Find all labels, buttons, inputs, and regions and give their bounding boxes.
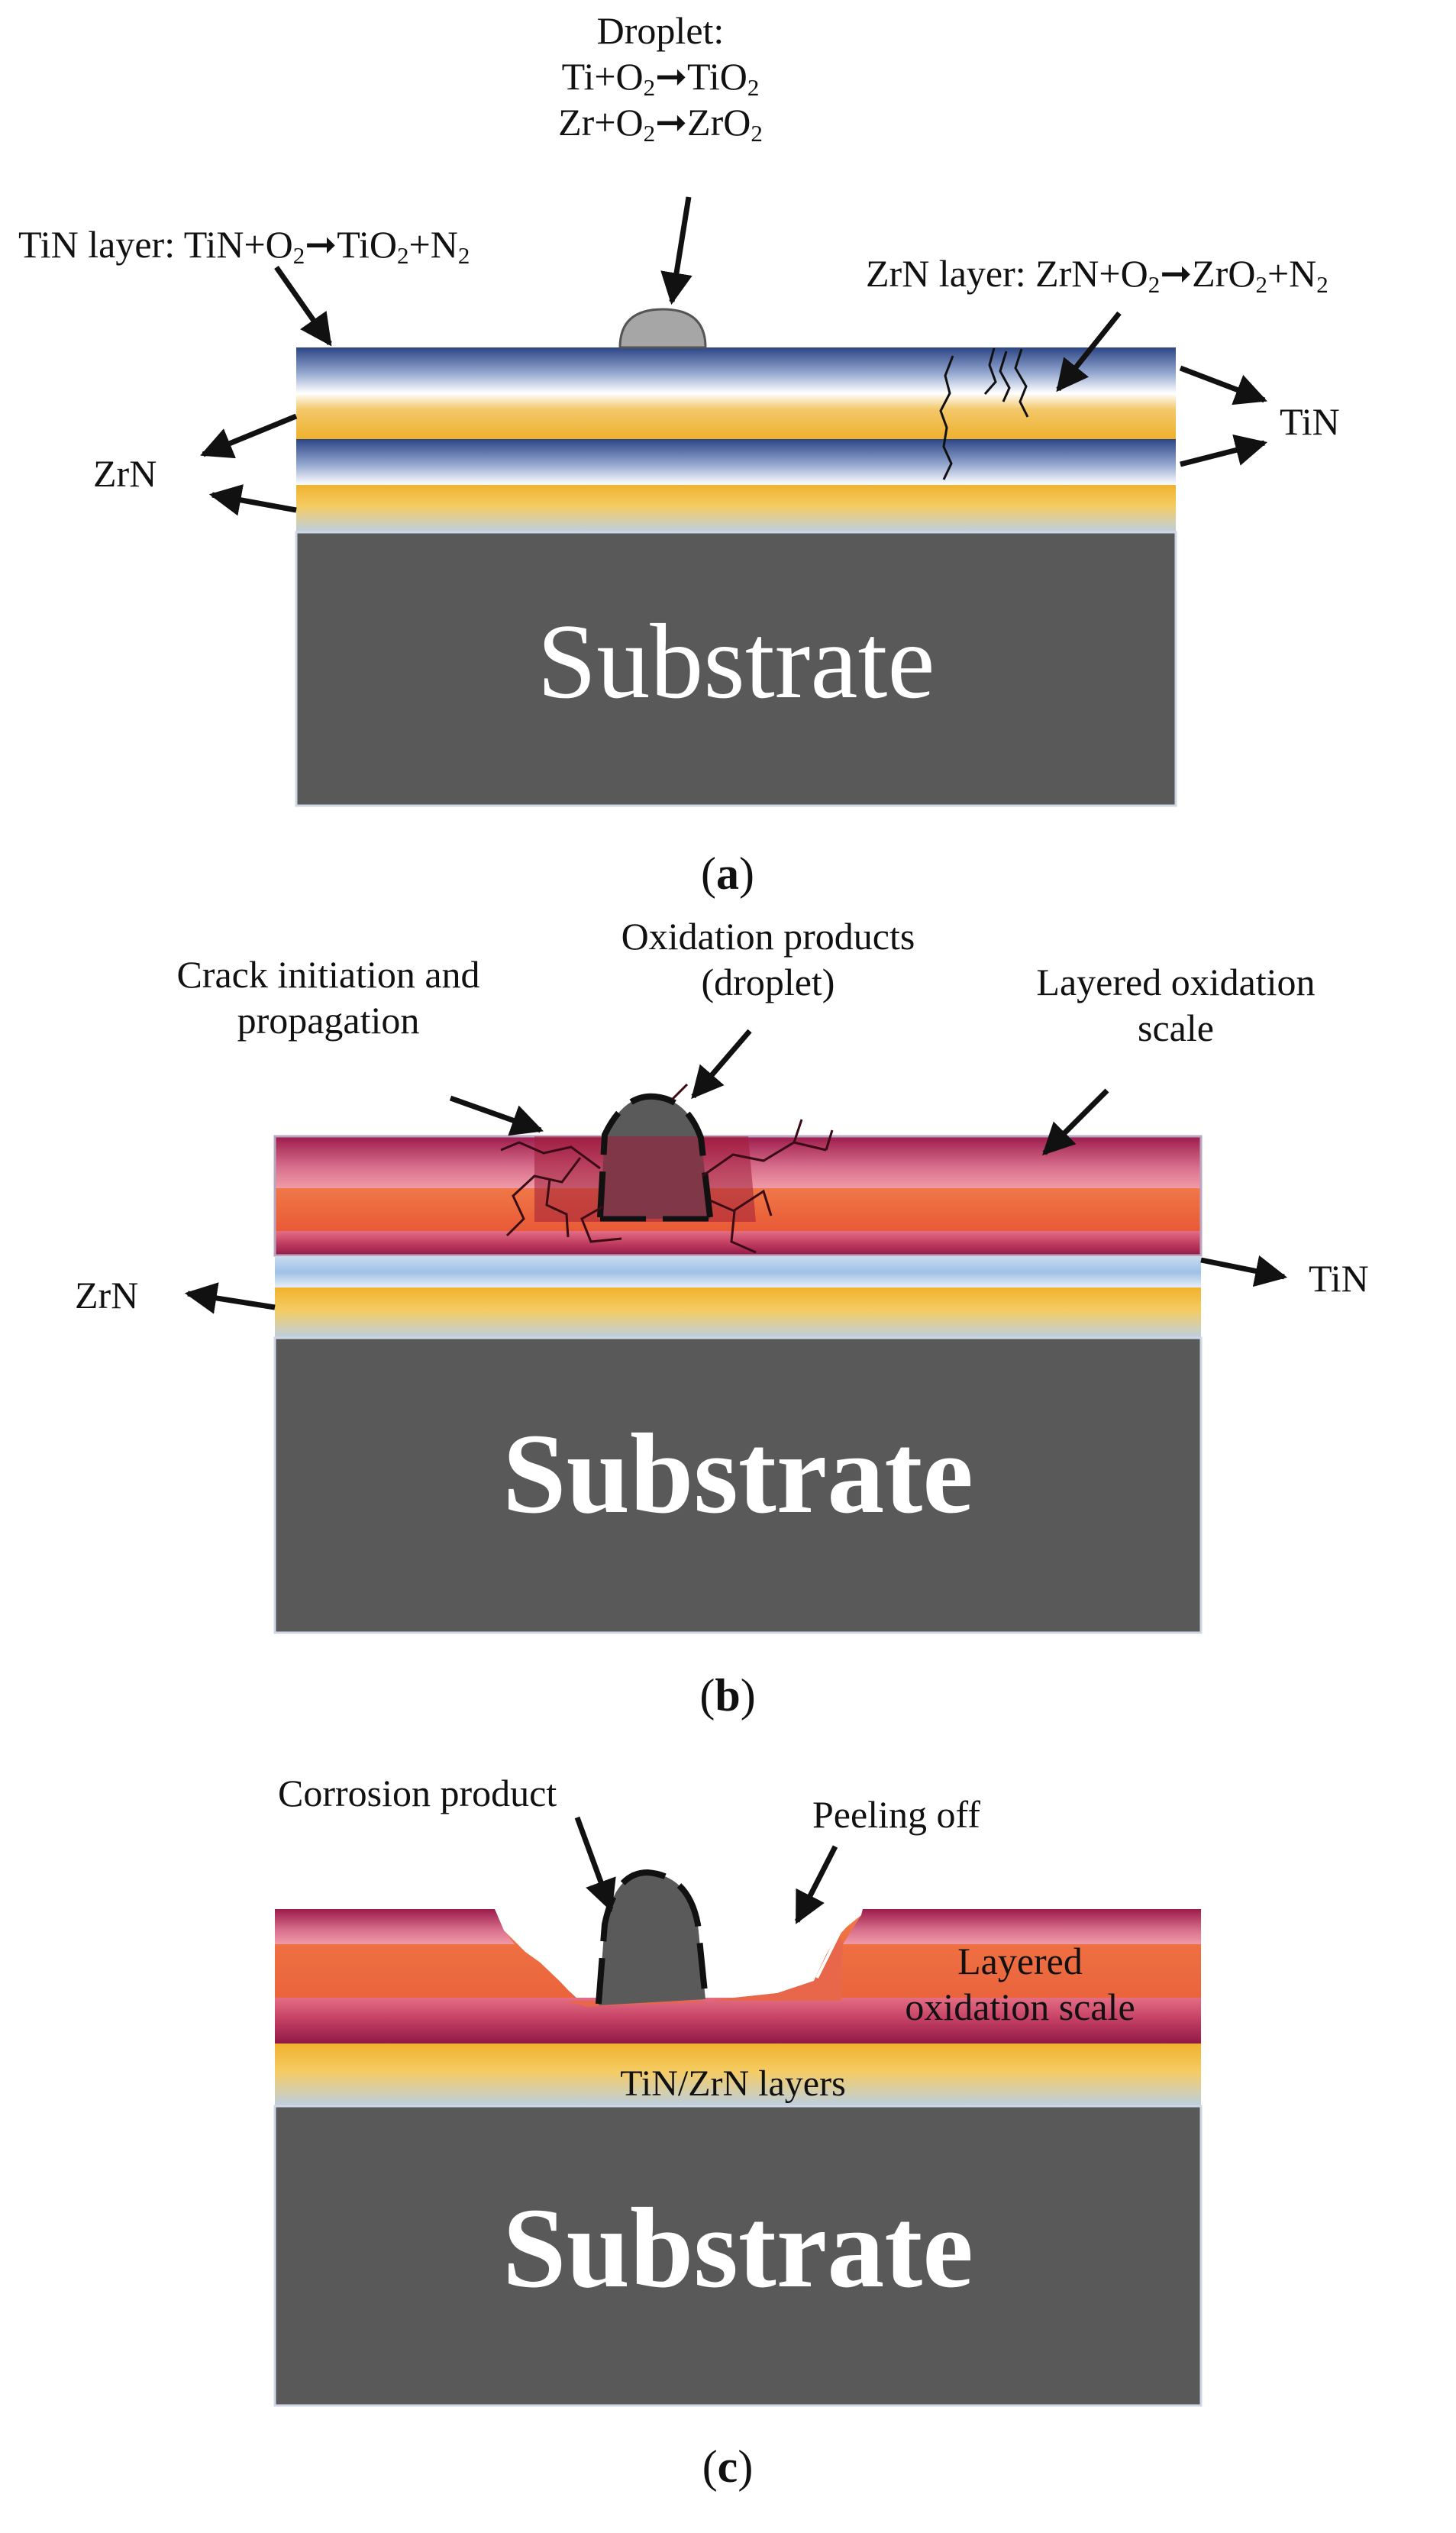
panel-b-oxide-bottom (275, 1231, 1201, 1255)
panel-a-arrows (200, 196, 1268, 516)
panel-b-droplet-zone (534, 1136, 756, 1222)
panel-a-tin-label: TiN (1280, 400, 1340, 443)
panel-c-tin-zrn-label: TiN/ZrN layers (620, 2063, 846, 2104)
panel-b-substrate-label: Substrate (502, 1410, 973, 1537)
panel-b-droplet-outline (597, 1093, 713, 1218)
panel-b-crack-label: Crack initiation and propagation (176, 953, 480, 1042)
droplet-title: Droplet: (596, 9, 725, 52)
panel-b-caption: (b) (699, 1670, 756, 1720)
panel-c-layered-scale-label: Layered oxidation scale (905, 1940, 1135, 2028)
droplet-reaction-zr: Zr+O2➞ZrO2 (558, 101, 763, 147)
panel-c-corrosion-product (599, 1872, 705, 2005)
panel-b-coating (273, 1083, 1203, 1634)
panel-a-zrn-layer-2 (296, 485, 1176, 532)
panel-c-substrate-label: Substrate (502, 2185, 973, 2312)
panel-c-oxide-top (275, 1909, 1201, 1944)
panel-a-zrn-layer-reaction: ZrN layer: ZrN+O2➞ZrO2+N2 (866, 252, 1328, 298)
panel-a-coating (295, 308, 1177, 807)
panel-a-caption: (a) (701, 848, 754, 899)
panel-c-crater-floor (565, 1934, 843, 2007)
panel-a-droplet (618, 308, 707, 349)
panel-b-cracks (500, 1083, 834, 1254)
panel-b-tin-layer (275, 1257, 1201, 1288)
panel-c-arrows (574, 1816, 838, 1924)
panel-b-substrate (273, 1336, 1203, 1634)
panel-c-peeling-off-label: Peeling off (812, 1793, 980, 1836)
panel-b-zrn-layer (275, 1288, 1201, 1338)
panel-a-tin-layer-reaction: TiN layer: TiN+O2➞TiO2+N2 (18, 223, 470, 269)
panel-a-tin-layer-2 (296, 439, 1176, 485)
droplet-reaction-ti: Ti+O2➞TiO2 (561, 55, 760, 101)
panel-c-oxide-bottom (275, 1998, 1201, 2044)
panel-a-substrate-label: Substrate (537, 603, 935, 721)
panel-a-substrate (295, 531, 1177, 807)
panel-a-droplet-label: Droplet: Ti+O2➞TiO2 Zr+O2➞ZrO2 (534, 8, 786, 145)
panel-a-tin-layer-1 (296, 347, 1176, 393)
panel-b-oxidation-products-label: Oxidation products (droplet) (621, 915, 915, 1003)
panel-c-coating (273, 1869, 1203, 2407)
panel-b-arrows (184, 1029, 1288, 1314)
panel-c-substrate (273, 2105, 1203, 2407)
panel-b-zrn-label: ZrN (75, 1274, 139, 1317)
panel-c-tin-zrn-layers (275, 2044, 1201, 2106)
panel-a-zrn-label: ZrN (93, 452, 157, 495)
panel-b-tin-label: TiN (1309, 1257, 1369, 1300)
panel-a-cracks (939, 347, 1029, 480)
panel-a-zrn-layer-1 (296, 393, 1176, 439)
panel-c-caption: (c) (702, 2441, 754, 2492)
panel-b-layered-scale-label: Layered oxidation scale (1036, 961, 1316, 1049)
panel-c-corrosion-product-label: Corrosion product (278, 1772, 557, 1814)
